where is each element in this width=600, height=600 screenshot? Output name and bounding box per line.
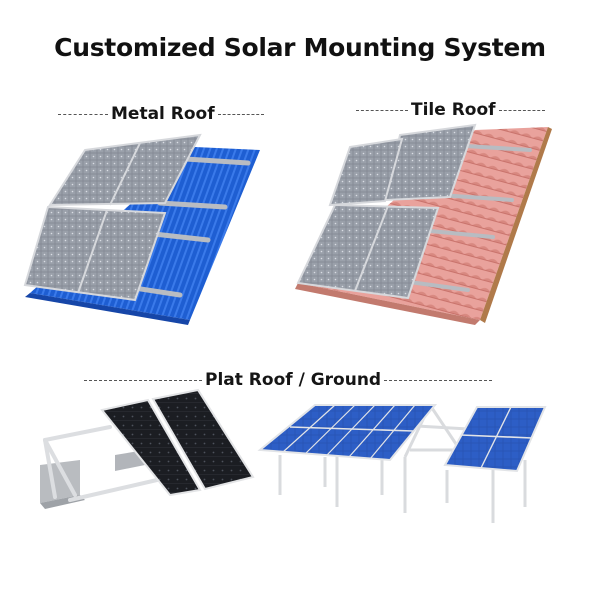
tile-roof-mounting-illustration xyxy=(295,123,552,325)
metal-roof-label-text: Metal Roof xyxy=(111,104,215,124)
divider xyxy=(84,379,202,381)
divider xyxy=(498,109,545,111)
ground-mounting-illustration xyxy=(257,404,547,523)
divider xyxy=(384,379,493,381)
metal-roof-label: Metal Roof xyxy=(58,104,264,124)
divider xyxy=(217,113,264,115)
plat-roof-ground-label-text: Plat Roof / Ground xyxy=(205,370,382,390)
metal-roof-mounting-illustration xyxy=(23,133,260,325)
flat-roof-tripod-mounting-illustration xyxy=(40,388,255,509)
page-title: Customized Solar Mounting System xyxy=(54,33,546,62)
tile-roof-label: Tile Roof xyxy=(356,100,545,120)
divider xyxy=(58,113,108,115)
divider xyxy=(356,109,408,111)
tile-roof-label-text: Tile Roof xyxy=(411,100,496,120)
plat-roof-ground-label: Plat Roof / Ground xyxy=(84,370,493,390)
